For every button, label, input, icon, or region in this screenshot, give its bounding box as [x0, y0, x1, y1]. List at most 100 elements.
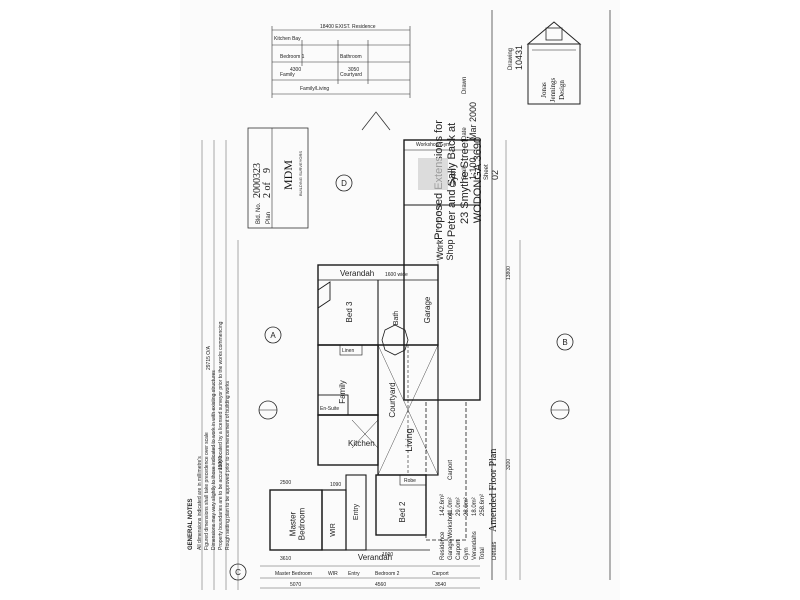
stamp-plan-no: 2 of: [262, 182, 273, 199]
note-item: Rough setting plan to be approved prior …: [225, 381, 231, 550]
workshop-gym-dim: Workshop/Gym: [416, 142, 450, 148]
room-bed2: Bed 2: [398, 501, 407, 522]
section-marker-b-label: B: [562, 338, 567, 347]
date-label: Date: [462, 127, 468, 140]
bottom-dimension-lines: [260, 565, 480, 589]
section-marker-d: [335, 174, 353, 192]
dim-label: 1600: [382, 552, 393, 558]
section-marker-d-label: D: [341, 179, 347, 188]
drawn-label: Drawn: [462, 77, 468, 94]
section-marker-a: [264, 326, 282, 344]
gym-hatch: [418, 158, 448, 190]
room-garage: Garage: [423, 296, 432, 323]
room-linen: Linen: [342, 348, 354, 354]
bottom-label: WIR: [328, 571, 338, 577]
details-label: Details: [492, 542, 498, 560]
floor-plan-svg: Jonas Jennings Design Proposed Extension…: [188, 10, 611, 590]
left-dimension-lines: [201, 140, 239, 590]
top-label: Bathroom: [340, 54, 362, 60]
garage-block: [403, 139, 481, 401]
plan-suburb: WODONGA 3690: [472, 137, 484, 223]
approval-stamp: Bld. No. 2000323 Plan 2 of 9 MDM BUILDIN…: [247, 127, 309, 229]
drawing-label: Drawing: [508, 48, 514, 70]
existing-residence-dim: 18400 EXIST. Residence: [320, 24, 376, 30]
sheet-value: 02: [490, 170, 500, 180]
date-value: Mar 2000: [468, 102, 478, 140]
stamp-line1: Bld. No.: [256, 202, 262, 224]
section-marker-c: [229, 563, 247, 581]
area-value: 28.0m²: [464, 497, 470, 516]
top-dimension-lines: [271, 26, 411, 98]
scale-value: 1:100: [468, 157, 478, 180]
top-label: Courtyard: [340, 72, 362, 78]
drawing-sheet: Jonas Jennings Design Proposed Extension…: [180, 0, 620, 600]
plan-address: 23 Smythe Street,: [459, 136, 471, 224]
room-family: Family: [338, 380, 347, 404]
stamp-firm: MDM: [281, 160, 295, 190]
room-wir: WIR: [330, 523, 337, 537]
sheet-label: Sheet: [484, 164, 490, 180]
room-robe: Robe: [404, 478, 416, 484]
area-value: 258.6m²: [480, 494, 486, 516]
section-marker-a-label: A: [270, 331, 276, 340]
note-item: Property boundaries are to be accurately…: [218, 321, 224, 550]
note-item: Figured dimensions shall take precedence…: [204, 432, 210, 550]
area-value: 142.6m²: [440, 494, 446, 516]
stamp-firm-sub: BUILDING SURVEYORS: [298, 151, 303, 196]
stamp-plan-total: 9: [262, 168, 273, 173]
dim-label: 3540: [435, 582, 446, 588]
section-marker-c-label: C: [235, 568, 241, 577]
room-work-shop: WorkShop: [435, 239, 455, 260]
title-block: Jonas Jennings Design Proposed Extension…: [433, 10, 611, 580]
bottom-label: Carport: [432, 571, 449, 577]
room-living: Living: [404, 428, 414, 452]
area-label: Garage/Workshop: [448, 511, 454, 560]
notes-heading: GENERAL NOTES: [188, 498, 194, 550]
dim-label: 5070: [290, 582, 301, 588]
dim-label: 3610: [280, 556, 291, 562]
room-verandah-top: Verandah: [340, 269, 374, 278]
room-carport: Carport: [448, 460, 454, 480]
roof-arrow: [361, 111, 391, 131]
top-label: Family/Living: [300, 86, 329, 92]
room-kitchen: Kitchen: [348, 439, 375, 448]
dim-label: 2500: [280, 480, 291, 486]
top-label: Bedroom 1: [280, 54, 305, 60]
width-left-dim: 13000: [218, 456, 224, 470]
room-bed3: Bed 3: [345, 301, 354, 322]
plan-owners: Peter and Sally Back at: [446, 123, 458, 237]
dim-label: 1090: [330, 482, 341, 488]
kitchen-bay-label: Kitchen Bay: [274, 36, 301, 42]
bottom-label: Bedroom 2: [375, 571, 400, 577]
area-label: Verandahs: [472, 531, 478, 560]
top-label: Family: [280, 72, 295, 78]
dim-label: 3050: [348, 67, 359, 73]
bottom-label: Entry: [348, 571, 360, 577]
right-dimension-lines: [491, 140, 521, 580]
room-labels: MasterBedroom WIR Entry Bed 2 Verandah K…: [289, 142, 458, 562]
firm-line-3: Design: [558, 80, 566, 100]
section-marker-b: [556, 333, 574, 351]
stamp-number: 2000323: [252, 163, 263, 198]
firm-line-2: Jennings: [549, 77, 557, 102]
width-right-dim: 13800: [506, 266, 512, 280]
room-bath: Bath: [393, 311, 400, 326]
dim-label: 3200: [506, 459, 512, 470]
areas-schedule: Residence 142.6m² Garage/Workshop 41.0m²…: [440, 449, 499, 560]
verandah-width: 1600 wide: [385, 272, 408, 278]
area-label: Gym: [464, 547, 470, 560]
room-gym: Gym: [448, 169, 458, 188]
area-label: Residence: [440, 531, 446, 560]
room-courtyard: Courtyard: [388, 382, 397, 417]
details-value: Amended Floor Plan: [488, 449, 499, 532]
firm-logo: Jonas Jennings Design: [526, 21, 582, 105]
dim-label: 4560: [375, 582, 386, 588]
note-item: All dimensions indicated are in millimet…: [197, 456, 203, 550]
room-ensuite: En-Suite: [320, 406, 339, 412]
room-verandah-bottom: Verandah: [358, 553, 392, 562]
area-value: 41.0m²: [448, 497, 454, 516]
scale-label: Scale: [462, 164, 468, 180]
area-value: 29.0m²: [456, 497, 462, 516]
room-entry: Entry: [353, 503, 360, 520]
overall-dim: 29715 O/A: [206, 345, 212, 370]
